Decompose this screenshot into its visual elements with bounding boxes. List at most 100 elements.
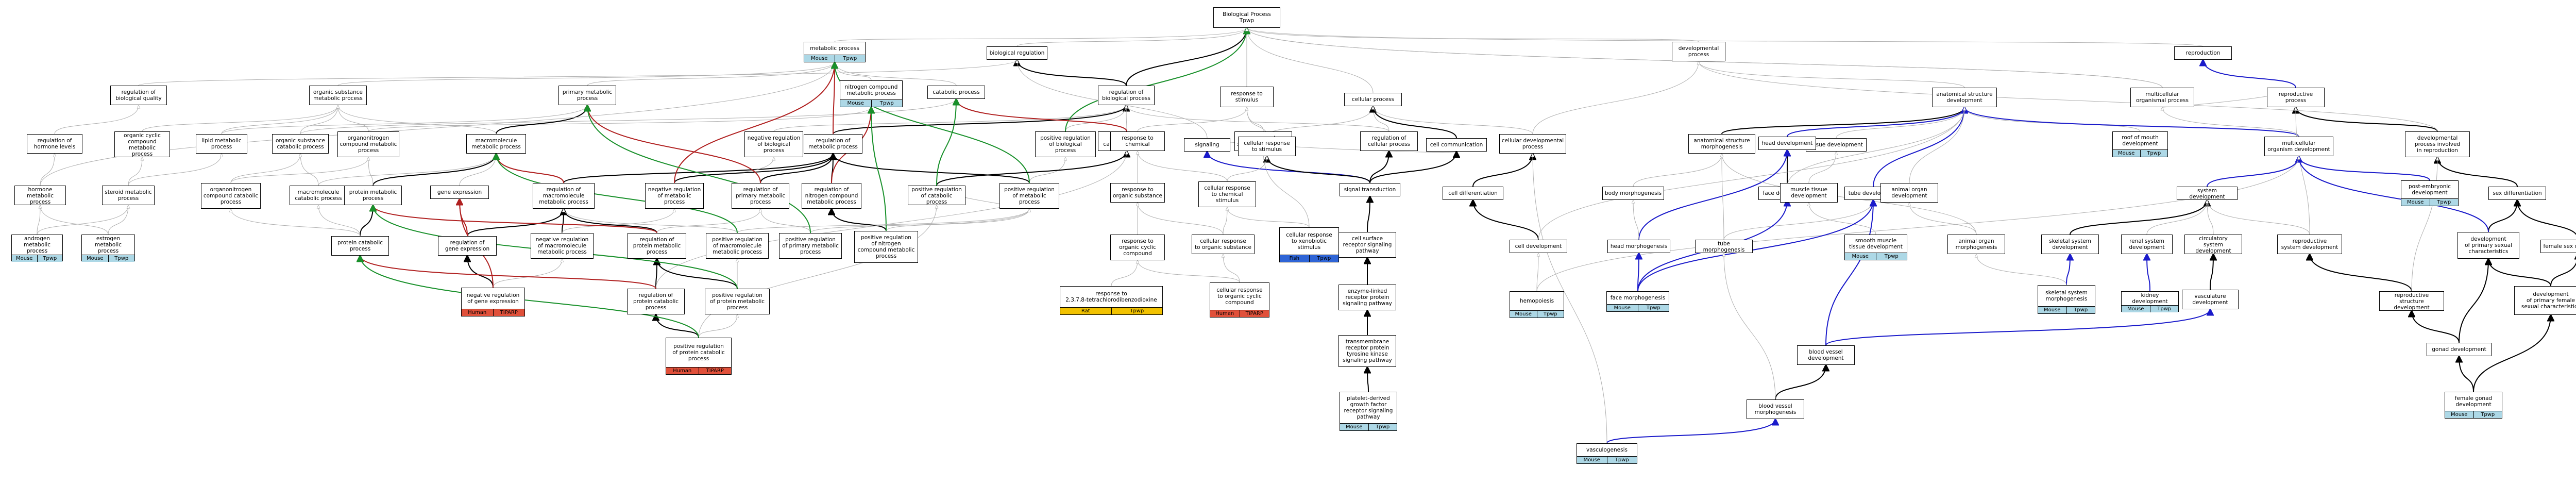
term-node-cellxeno[interactable]: cellular response to xenobiotic stimulus… [1279,227,1339,262]
term-node-cellchem[interactable]: cellular response to chemical stimulus [1198,181,1256,207]
term-node-protcat[interactable]: protein catabolic process [331,236,389,256]
term-node-cellresp[interactable]: cellular response to stimulus [1238,137,1296,156]
term-node-devrepro[interactable]: developmental process involved in reprod… [2405,131,2470,157]
term-node-posnitro[interactable]: positive regulation of nitrogen compound… [854,231,918,263]
term-node-primsex[interactable]: development of primary sexual characteri… [2458,232,2519,259]
term-node-animorgmorph[interactable]: animal organ morphogenesis [1947,235,2005,254]
term-node-primary[interactable]: primary metabolic process [558,86,616,105]
term-node-resporgcyc[interactable]: response to organic cyclic compound [1110,235,1165,260]
term-node-pdgf[interactable]: platelet-derived growth factor receptor … [1340,392,1397,431]
term-node-reggene[interactable]: regulation of gene expression [438,236,497,256]
term-node-macro[interactable]: macromolecule metabolic process [466,134,526,154]
term-node-posprotcat[interactable]: positive regulation of protein catabolic… [666,338,732,375]
term-node-anatdev[interactable]: anatomical structure development [1932,88,1997,107]
term-node-anatmorph[interactable]: anatomical structure morphogenesis [1688,134,1755,154]
term-node-macrocat[interactable]: macromolecule catabolic process [290,186,347,205]
term-node-protmet[interactable]: protein metabolic process [344,186,402,205]
term-node-resporg[interactable]: response to organic substance [1110,183,1165,203]
term-node-reprod[interactable]: reproductive process [2267,88,2325,107]
term-node-orgcyc[interactable]: organic cyclic compound metabolic proces… [114,131,170,157]
term-node-geneexp[interactable]: gene expression [430,186,489,199]
term-node-multiorg[interactable]: multicellular organismal process [2130,88,2194,107]
term-node-bp[interactable]: Biological Process Tpwp [1213,7,1280,28]
term-node-respchem[interactable]: response to chemical [1110,131,1165,151]
term-node-celldevproc[interactable]: cellular developmental process [1499,134,1566,154]
term-node-regnitro[interactable]: regulation of nitrogen compound metaboli… [802,183,861,209]
term-node-posmetab[interactable]: positive regulation of metabolic process [999,183,1059,209]
term-node-orgsub[interactable]: organic substance metabolic process [309,86,367,105]
term-node-gonad[interactable]: gonad development [2427,343,2492,356]
term-node-poscat[interactable]: positive regulation of catabolic process [908,186,965,205]
term-node-bvdev[interactable]: blood vessel development [1797,345,1855,365]
term-node-multiorgdev[interactable]: multicellular organism development [2264,137,2333,156]
term-node-orgnitro[interactable]: organonitrogen compound metabolic proces… [337,131,399,157]
term-node-regmetab[interactable]: regulation of metabolic process [804,134,862,154]
term-node-signaling[interactable]: signaling [1184,138,1230,152]
term-node-posprotmet[interactable]: positive regulation of protein metabolic… [705,289,770,314]
term-node-hormmet[interactable]: hormone metabolic process [14,186,66,205]
term-node-posprimary[interactable]: positive regulation of primary metabolic… [779,233,842,259]
term-node-cellorgsub[interactable]: cellular response to organic substance [1192,235,1255,254]
term-node-regcell[interactable]: regulation of cellular process [1360,131,1418,151]
term-node-bodymorph[interactable]: body morphogenesis [1602,187,1664,200]
term-node-negbio[interactable]: negative regulation of biological proces… [744,131,803,157]
term-node-negmacro[interactable]: negative regulation of macromolecule met… [531,233,594,259]
term-node-tcdd[interactable]: response to 2,3,7,8-tetrachlorodibenzodi… [1060,286,1163,315]
term-node-posbio[interactable]: positive regulation of biological proces… [1035,131,1096,157]
term-node-lipid[interactable]: lipid metabolic process [196,134,247,154]
term-node-reprosys[interactable]: reproductive system development [2277,235,2342,254]
term-node-celldev[interactable]: cell development [1510,240,1567,253]
term-node-tyrkin[interactable]: transmembrane receptor protein tyrosine … [1338,335,1396,367]
term-node-skeletal[interactable]: skeletal system development [2041,235,2099,254]
term-node-regprotmet[interactable]: regulation of protein metabolic process [628,233,686,259]
term-node-bvmorph[interactable]: blood vessel morphogenesis [1747,399,1804,419]
term-node-cellcomm[interactable]: cell communication [1426,138,1487,152]
term-node-reghorm[interactable]: regulation of hormone levels [27,134,82,154]
term-node-steroid[interactable]: steroid metabolic process [102,186,155,205]
term-node-reprostruct[interactable]: reproductive structure development [2379,291,2444,311]
term-node-enzrec[interactable]: enzyme-linked receptor protein signaling… [1338,285,1396,310]
term-node-sigtrans[interactable]: signal transduction [1340,183,1400,196]
term-node-posmacro[interactable]: positive regulation of macromolecule met… [706,233,769,259]
term-node-surfrec[interactable]: cell surface receptor signaling pathway [1338,232,1396,258]
term-node-devproc[interactable]: developmental process [1672,42,1725,61]
term-node-tubemorph[interactable]: tube morphogenesis [1695,240,1753,253]
term-node-negmetab[interactable]: negative regulation of metabolic process [645,183,704,209]
term-node-headdev[interactable]: head development [1758,137,1816,150]
term-node-headmorph[interactable]: head morphogenesis [1607,240,1670,253]
term-node-cellproc[interactable]: cellular process [1344,93,1402,106]
term-node-regbio[interactable]: regulation of biological process [1098,86,1155,105]
term-node-celldiff[interactable]: cell differentiation [1443,187,1503,200]
term-node-respstim[interactable]: response to stimulus [1220,87,1274,107]
term-node-regmacro[interactable]: regulation of macromolecule metabolic pr… [533,183,595,209]
term-node-regqual[interactable]: regulation of biological quality [110,86,167,105]
term-node-regprotcat[interactable]: regulation of protein catabolic process [627,289,685,314]
term-node-muscledev[interactable]: muscle tissue development [1780,183,1838,203]
term-node-femsex[interactable]: female sex differentiation [2540,240,2576,253]
term-node-bioreg[interactable]: biological regulation [987,46,1047,60]
term-node-vasc[interactable]: vasculature development [2182,290,2239,309]
term-node-circ[interactable]: circulatory system development [2184,235,2242,254]
term-node-orgcatab[interactable]: organic substance catabolic process [272,134,329,154]
term-node-cellorgcyc[interactable]: cellular response to organic cyclic comp… [1210,282,1269,318]
term-node-renal[interactable]: renal system development [2121,235,2173,254]
term-node-reproduction[interactable]: reproduction [2174,46,2232,60]
term-node-regprimary[interactable]: regulation of primary metabolic process [732,183,789,209]
term-node-orgnitrocat[interactable]: organonitrogen compound catabolic proces… [201,183,261,209]
term-node-sexdiff[interactable]: sex differentiation [2488,187,2546,200]
term-node-sysdev[interactable]: system development [2177,187,2238,200]
term-node-primfem[interactable]: development of primary female sexual cha… [2514,286,2576,315]
